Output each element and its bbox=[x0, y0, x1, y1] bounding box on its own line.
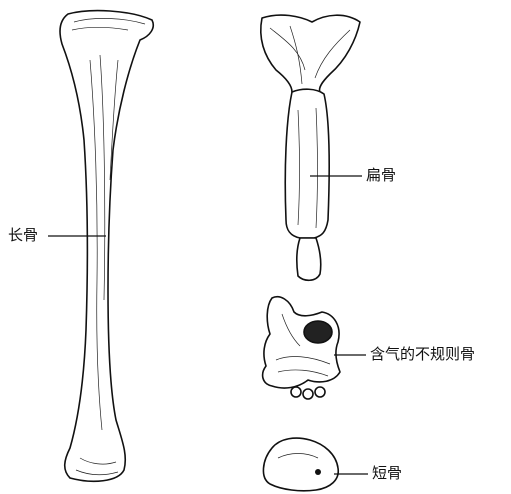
flat-bone-illustration bbox=[261, 15, 360, 280]
short-bone-label: 短骨 bbox=[372, 466, 402, 481]
irregular-bone-illustration bbox=[263, 297, 340, 399]
irregular-bone-label: 含气的不规则骨 bbox=[370, 347, 475, 362]
short-bone-illustration bbox=[263, 438, 338, 491]
foramen-dot bbox=[315, 469, 321, 475]
long-bone-illustration bbox=[60, 11, 153, 482]
long-bone-label: 长骨 bbox=[8, 228, 38, 243]
flat-bone-label: 扁骨 bbox=[366, 168, 396, 183]
